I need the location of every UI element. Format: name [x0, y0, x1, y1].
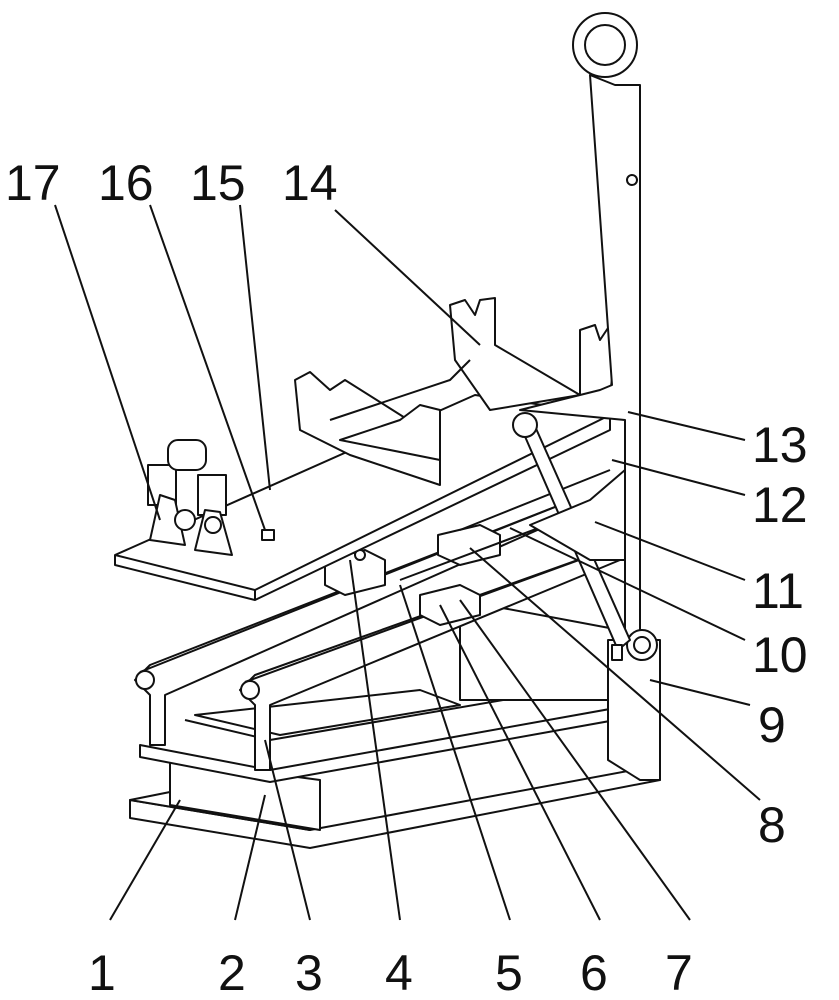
label-17: 17	[5, 155, 61, 211]
label-11: 11	[752, 563, 804, 619]
label-5: 5	[495, 945, 523, 1000]
label-6: 6	[580, 945, 608, 1000]
label-3: 3	[295, 945, 323, 1000]
label-4: 4	[385, 945, 413, 1000]
label-2: 2	[218, 945, 246, 1000]
label-10: 10	[752, 627, 808, 683]
slide-blocks	[324, 469, 611, 626]
lever-frame	[519, 12, 661, 781]
label-7: 7	[665, 945, 693, 1000]
label-15: 15	[190, 155, 246, 211]
label-14: 14	[282, 155, 338, 211]
label-8: 8	[758, 797, 786, 853]
label-16: 16	[98, 155, 154, 211]
label-1: 1	[88, 945, 116, 1000]
leader-lines	[54, 204, 761, 921]
linkage	[512, 412, 631, 661]
label-9: 9	[758, 697, 786, 753]
label-13: 13	[752, 417, 808, 473]
label-12: 12	[752, 477, 808, 533]
